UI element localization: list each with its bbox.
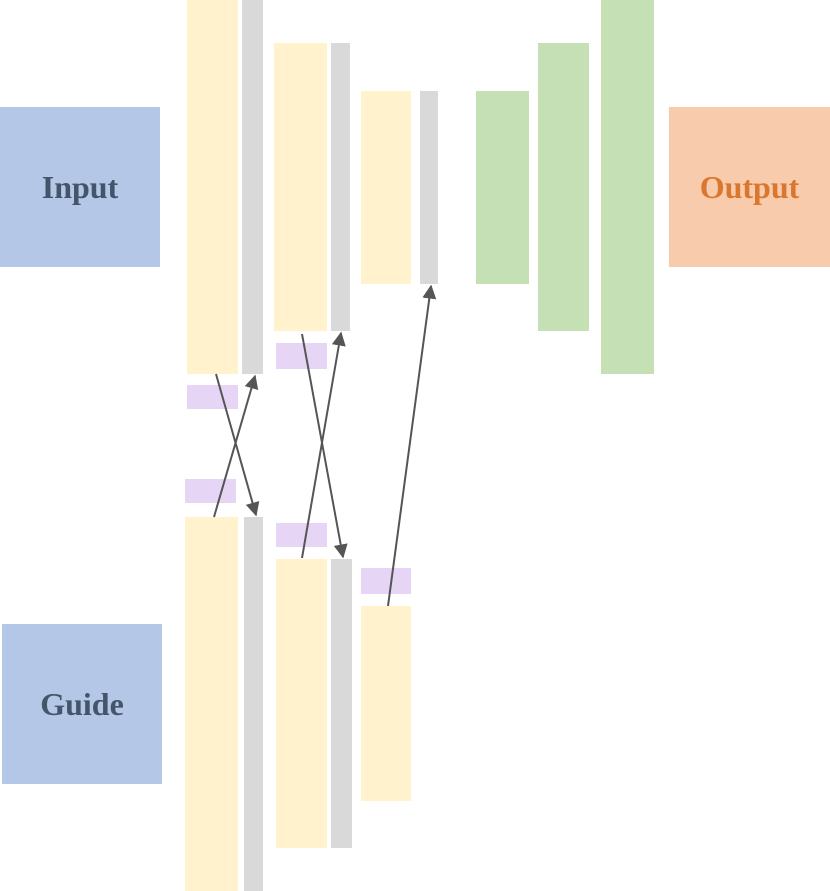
guide-gate-block-2 <box>331 559 352 848</box>
decoder-block-2 <box>538 43 589 331</box>
guide-label: Guide <box>40 685 124 722</box>
guide-gate-block-1 <box>244 517 263 891</box>
decoder-block-1 <box>476 91 529 284</box>
input-gate-block-2 <box>331 43 350 331</box>
fusion-block-5 <box>361 568 411 594</box>
input-gate-block-1 <box>242 0 263 374</box>
input-gate-block-3 <box>420 91 438 284</box>
input-encoder-block-3 <box>361 91 411 284</box>
input-encoder-block-2 <box>274 43 327 331</box>
fusion-block-3 <box>276 343 327 369</box>
guide-box: Guide <box>2 624 162 784</box>
input-encoder-block-1 <box>187 0 238 374</box>
output-label: Output <box>699 168 800 205</box>
guide-encoder-block-1 <box>185 517 238 891</box>
guide-encoder-block-3 <box>361 606 411 801</box>
input-label: Input <box>41 168 119 205</box>
output-box: Output <box>669 107 830 267</box>
input-box: Input <box>0 107 160 267</box>
fusion-block-2 <box>185 479 236 503</box>
decoder-block-3 <box>601 0 654 374</box>
fusion-block-1 <box>187 385 238 409</box>
guide-encoder-block-2 <box>276 559 327 848</box>
arrow-guide-to-input-3 <box>387 284 437 607</box>
fusion-block-4 <box>276 523 327 547</box>
